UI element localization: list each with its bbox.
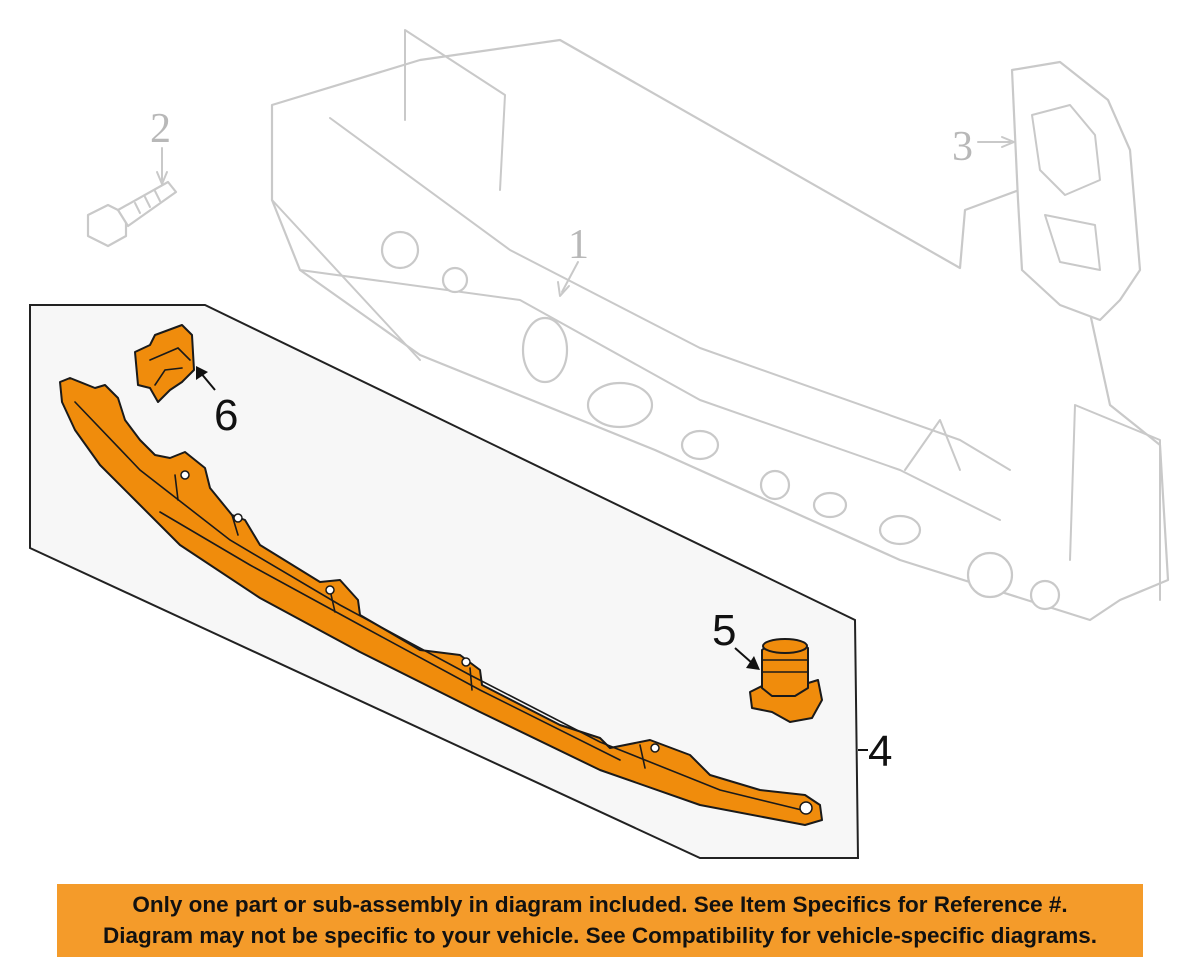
parts-diagram: 2 3 1 6 5 4 bbox=[29, 29, 1170, 859]
reinforcement-beam-part-1 bbox=[270, 29, 1170, 622]
callout-3: 3 bbox=[952, 124, 973, 170]
bracket-part-3 bbox=[1010, 60, 1142, 322]
energy-absorber-part-4 bbox=[59, 377, 823, 826]
callout-1: 1 bbox=[568, 222, 589, 268]
callout-6: 6 bbox=[214, 391, 238, 440]
clip-part-6 bbox=[134, 324, 195, 403]
disclaimer-line-1: Only one part or sub-assembly in diagram… bbox=[132, 892, 1068, 917]
disclaimer-line-2: Diagram may not be specific to your vehi… bbox=[102, 923, 1098, 948]
disclaimer-banner: Only one part or sub-assembly in diagram… bbox=[57, 884, 1143, 957]
bumper-stop-part-5 bbox=[749, 638, 823, 723]
callout-2: 2 bbox=[150, 106, 171, 152]
highlight-callout-leaders bbox=[196, 366, 868, 751]
inset-panel bbox=[29, 304, 860, 859]
callout-5: 5 bbox=[712, 606, 736, 655]
callout-4: 4 bbox=[868, 727, 892, 776]
bolt-part-2 bbox=[86, 180, 178, 248]
ghost-callout-leaders bbox=[156, 136, 1015, 297]
